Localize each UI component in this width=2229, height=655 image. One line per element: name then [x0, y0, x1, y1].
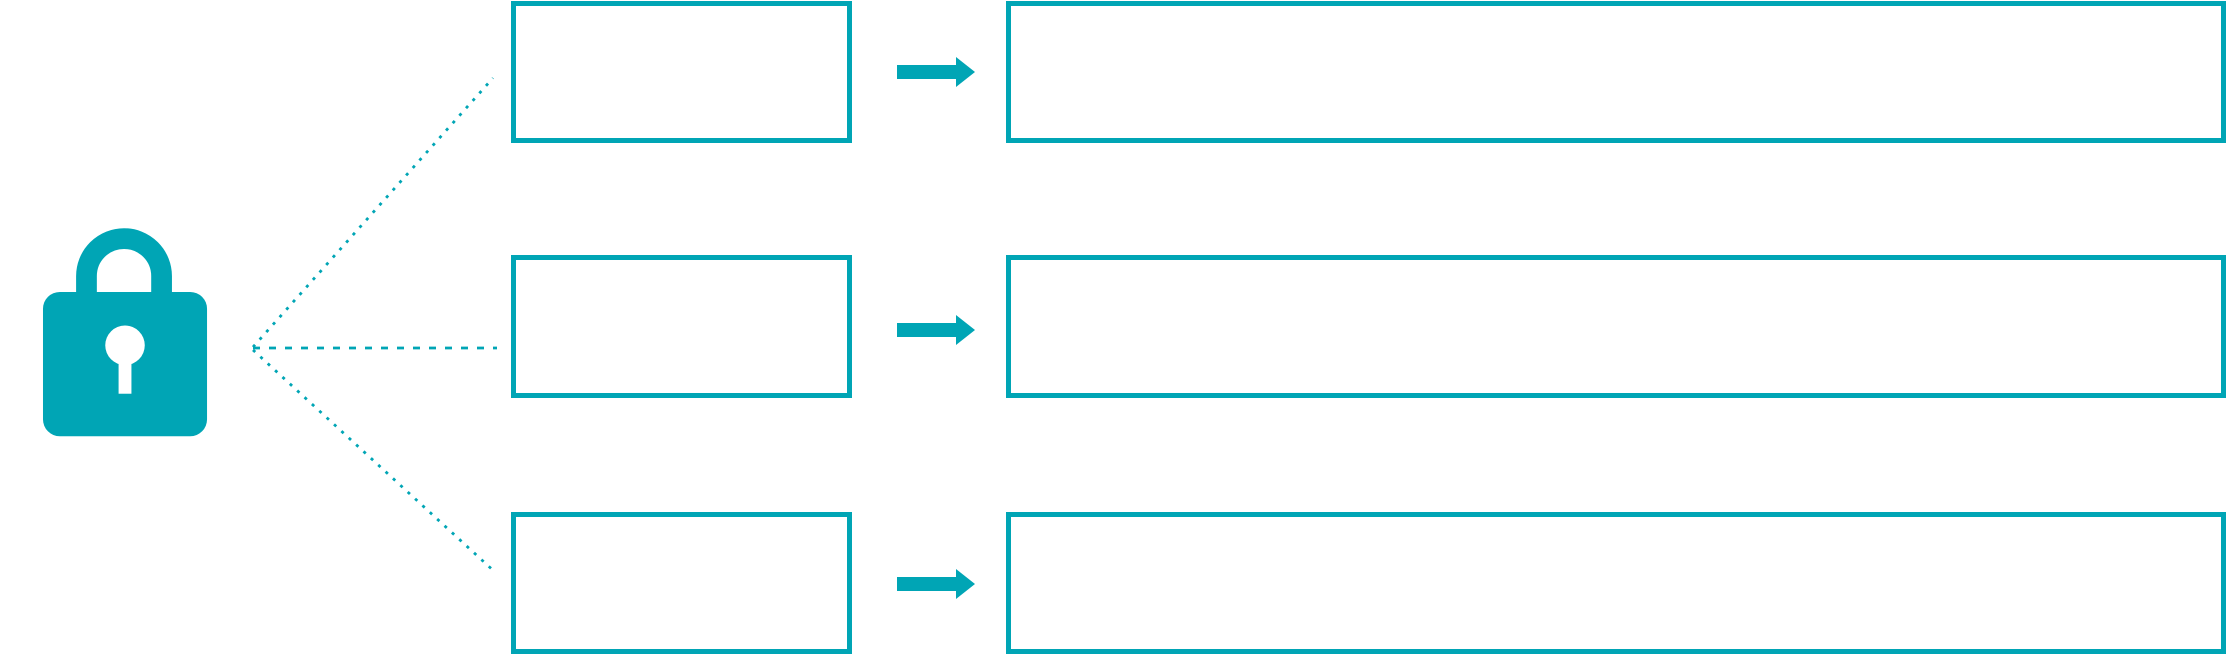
detail-box-1 — [1006, 1, 2226, 143]
arrow-right-icon — [897, 315, 975, 345]
category-box-3 — [511, 512, 852, 654]
category-box-1 — [511, 1, 852, 143]
detail-box-2 — [1006, 255, 2226, 398]
lock-icon — [42, 228, 208, 437]
arrow-right-icon — [897, 57, 975, 87]
detail-box-3 — [1006, 512, 2226, 654]
category-box-2 — [511, 255, 852, 398]
arrow-right-icon — [897, 569, 975, 599]
